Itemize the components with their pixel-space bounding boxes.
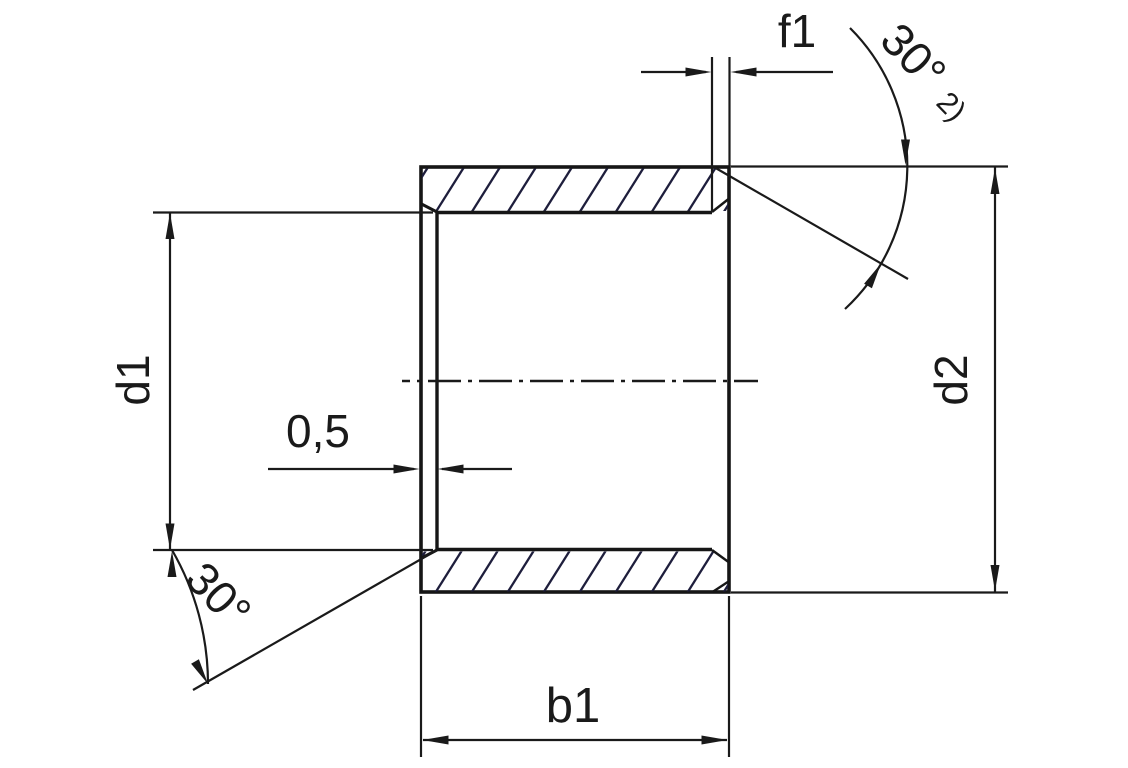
section-hatch-top-wall [422, 168, 728, 211]
arrowhead-angle-bottom-up [167, 551, 177, 577]
label-chamfer-depth: 0,5 [286, 405, 350, 457]
dimension-b1 [419, 596, 731, 757]
angle-arc-bottom-left [171, 549, 210, 685]
label-d1: d1 [107, 354, 159, 405]
arrowhead-b1-left [422, 735, 449, 745]
label-d2: d2 [925, 354, 977, 405]
chamfer-diagonal-top-left [420, 202, 438, 214]
dimension-d2 [731, 165, 1008, 594]
arrowhead-d2-up [990, 168, 1000, 194]
label-angle-bottom: 30° [176, 552, 262, 638]
chamfer-diagonal-bore-bottom-right [711, 549, 730, 563]
label-angle-top-value: 30° [871, 13, 957, 99]
angle-dimension-bottom-left [171, 549, 438, 691]
arrowhead-f1-right [685, 67, 712, 77]
chamfer-leader-top-right [712, 165, 909, 280]
arrowhead-angle-top-upright [864, 263, 881, 289]
arrowhead-angle-top-down [901, 139, 910, 165]
chamfer-diagonal-od-bottom-right [711, 580, 730, 594]
chamfer-leader-bottom-left [192, 549, 438, 691]
outer-contour [419, 165, 731, 594]
label-angle-top: 30° 2) [871, 13, 985, 129]
bushing-outline [419, 165, 731, 594]
arrowhead-f1-left [730, 67, 757, 77]
arrowhead-d1-up [165, 213, 175, 239]
section-hatch-bottom-wall [422, 551, 728, 592]
label-f1: f1 [778, 5, 816, 57]
arrowhead-05-left [437, 464, 464, 474]
label-angle-top-note: 2) [930, 86, 972, 128]
dimension-d1 [153, 211, 433, 552]
chamfer-diagonal-bore-top-right [711, 198, 730, 213]
arrowhead-d1-down [165, 523, 175, 550]
arrowhead-05-right [393, 464, 420, 474]
arrowhead-angle-bottom-downright [191, 659, 208, 684]
label-b1: b1 [546, 679, 601, 733]
arrowhead-b1-right [701, 735, 728, 745]
arrowhead-d2-down [990, 565, 1000, 591]
